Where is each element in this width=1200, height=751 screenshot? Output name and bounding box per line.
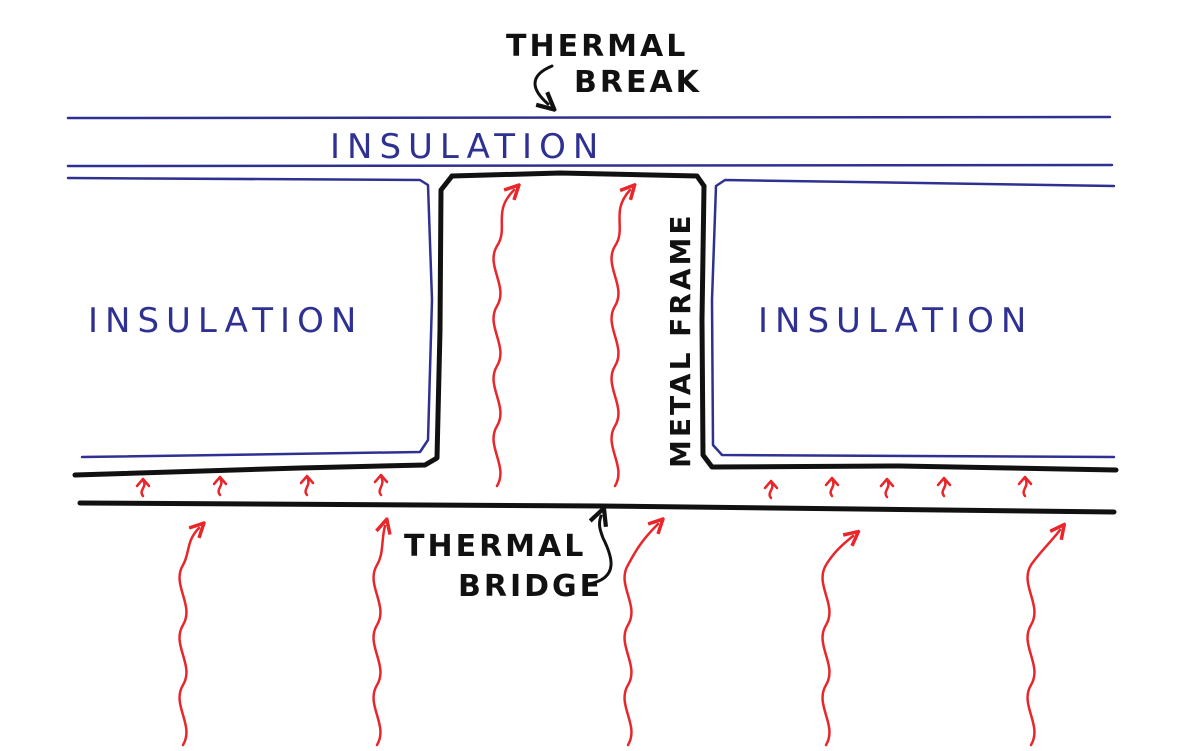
thermal-bridge-label-line1: THERMAL (404, 529, 586, 564)
thermal-bridge-label-line2: BRIDGE (458, 569, 603, 604)
thermal-break-label-line1: THERMAL (506, 29, 688, 64)
heat-arrow-heads-right (763, 475, 1033, 490)
sheathing-lower (77, 500, 1117, 515)
right-insulation-outline (710, 178, 1116, 459)
heat-arrow-below-3 (623, 524, 658, 747)
top-insulation-upper-line (66, 115, 1112, 120)
sheathing-upper-left (72, 173, 455, 478)
sheathing-upper-right (699, 183, 1119, 473)
heat-arrow-short-6 (829, 477, 835, 498)
metal-frame-label: METAL FRAME (664, 212, 697, 468)
thermal-bridge-pointer (587, 516, 613, 586)
heat-arrow-short-7 (884, 478, 890, 499)
heat-arrow-frame-1 (492, 190, 514, 488)
heat-arrow-short-4 (378, 474, 384, 497)
heat-arrow-short-5 (768, 480, 774, 500)
metal-frame-outlines (72, 170, 1119, 515)
pointer-arrows (533, 64, 613, 586)
top-insulation-lower-line (66, 163, 1114, 168)
heat-arrow-short-3 (304, 475, 310, 497)
heat-arrow-below-1 (178, 528, 199, 747)
heat-arrow-short-1 (140, 478, 146, 498)
heat-arrow-short-8 (941, 477, 947, 498)
insulation-top-label: INSULATION (330, 127, 605, 167)
heat-arrow-short-9 (1022, 476, 1028, 498)
insulation-left-label: INSULATION (88, 301, 363, 341)
heat-arrow-below-2 (372, 526, 385, 747)
heat-arrow-heads-left (135, 473, 389, 488)
heat-arrow-below-5 (1026, 530, 1060, 747)
heat-arrow-below-4 (821, 536, 853, 747)
thermal-break-pointer (533, 64, 552, 104)
heat-flow-arrows (135, 190, 1060, 747)
insulation-outlines (66, 115, 1116, 459)
heat-arrow-short-2 (217, 476, 223, 497)
heat-arrow-frame-2 (610, 190, 630, 488)
insulation-right-label: INSULATION (758, 301, 1033, 341)
labels: THERMAL BREAK INSULATION INSULATION INSU… (88, 29, 1033, 604)
left-insulation-outline (66, 176, 434, 459)
stud-top (449, 170, 707, 189)
thermal-break-label-line2: BREAK (574, 65, 702, 100)
